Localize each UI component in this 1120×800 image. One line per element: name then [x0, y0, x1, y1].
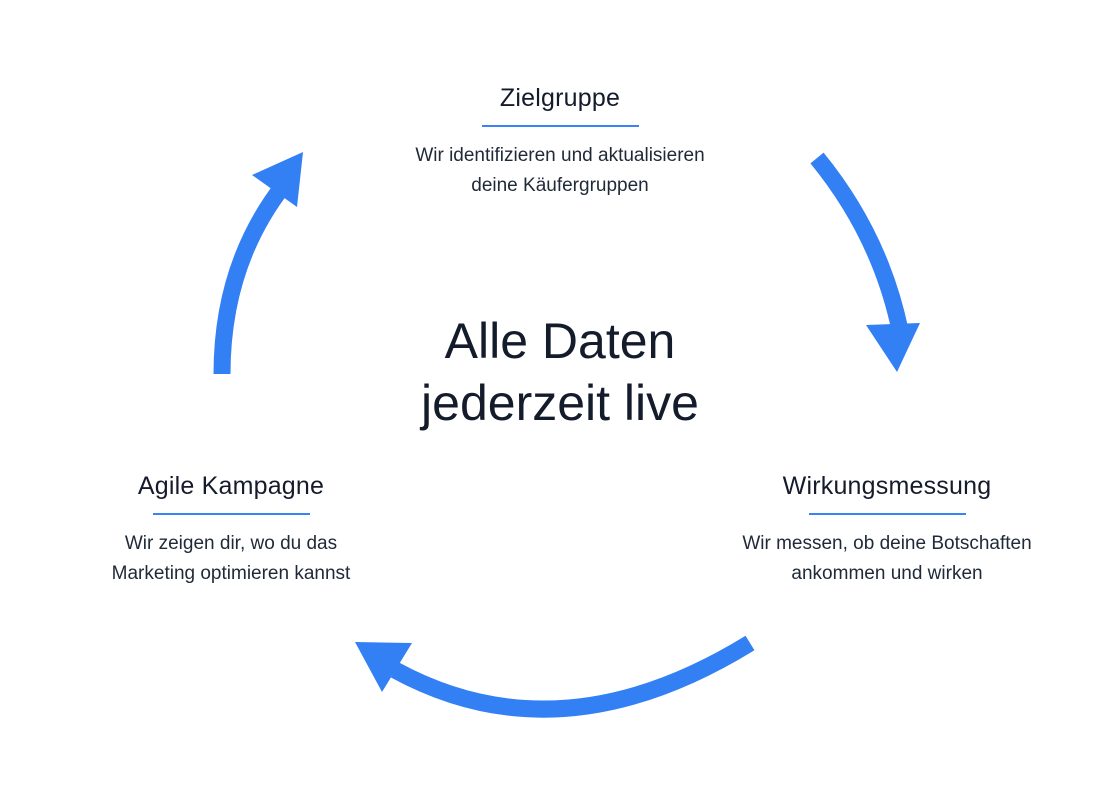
arrow-up-right-icon	[213, 152, 303, 375]
title-underline	[808, 513, 966, 515]
node-wirkungsmessung: Wirkungsmessung Wir messen, ob deine Bot…	[687, 471, 1087, 589]
arrow-left-icon	[355, 635, 755, 718]
center-headline: Alle Daten jederzeit live	[360, 310, 760, 434]
node-description-line: Marketing optimieren kannst	[111, 563, 351, 584]
node-title: Wirkungsmessung	[782, 472, 992, 500]
node-description-line: Wir messen, ob deine Botschaften	[742, 533, 1032, 554]
title-underline	[152, 513, 310, 515]
node-agile-kampagne: Agile Kampagne Wir zeigen dir, wo du das…	[60, 471, 402, 589]
center-headline-line: Alle Daten	[444, 313, 676, 369]
node-description-line: Wir identifizieren und aktualisieren	[415, 145, 705, 166]
node-title: Agile Kampagne	[137, 472, 325, 500]
center-headline-line: jederzeit live	[421, 375, 699, 431]
title-underline	[481, 125, 639, 127]
node-description-line: Wir zeigen dir, wo du das	[124, 533, 338, 554]
node-description-line: deine Käufergruppen	[471, 175, 649, 196]
node-description-line: ankommen und wirken	[791, 563, 983, 584]
arrow-down-icon	[810, 152, 920, 372]
node-title: Zielgruppe	[499, 84, 621, 112]
node-zielgruppe: Zielgruppe Wir identifizieren und aktual…	[330, 83, 790, 201]
